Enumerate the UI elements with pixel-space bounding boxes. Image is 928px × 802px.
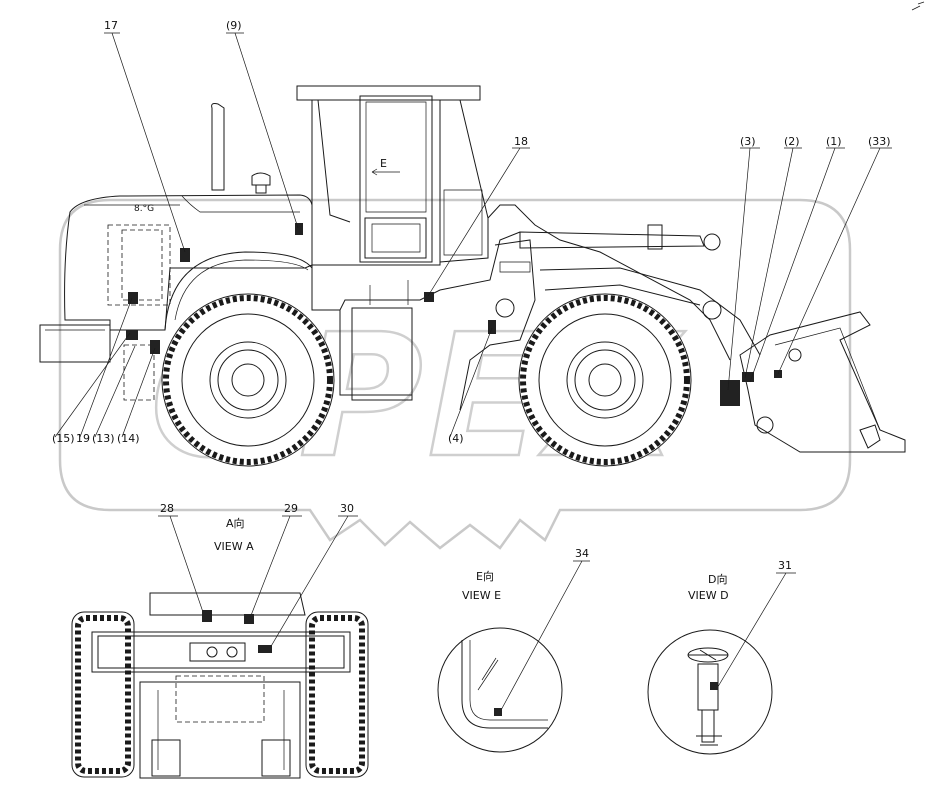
callout-30: 30 (340, 502, 354, 515)
view-d-title-en: VIEW D (688, 589, 729, 602)
view-a-title-en: VIEW A (214, 540, 254, 553)
callout-9: (9) (226, 19, 242, 32)
decal-15 (126, 330, 138, 340)
decal-19 (128, 292, 138, 304)
callout-2: (2) (784, 135, 800, 148)
decal-18 (424, 292, 434, 302)
callout-33: (33) (868, 135, 891, 148)
view-d: D向 VIEW D 31 (647, 559, 796, 755)
leader-lines (54, 32, 892, 438)
callout-34: 34 (575, 547, 589, 560)
decal-9 (295, 223, 303, 235)
decal-4 (488, 320, 496, 334)
decal-31 (710, 682, 718, 690)
view-e-title-cn: E向 (476, 569, 494, 583)
callout-18: 18 (514, 135, 528, 148)
view-d-title-cn: D向 (708, 572, 727, 586)
decal-17 (180, 248, 190, 262)
svg-text:8.°G: 8.°G (134, 204, 154, 214)
callout-31: 31 (778, 559, 792, 572)
callout-3: (3) (740, 135, 756, 148)
callouts-main: 17 (9) 18 (3) (2) (1) (33) (15) 19 (13) … (52, 19, 891, 445)
decal-14 (150, 340, 160, 354)
callout-17: 17 (104, 19, 118, 32)
callout-4: (4) (448, 432, 464, 445)
callout-13: (13) (92, 432, 115, 445)
decal-28 (202, 610, 212, 622)
view-a-title-cn: A向 (226, 516, 245, 530)
view-e-title-en: VIEW E (462, 589, 501, 602)
corner-mark (911, 1, 925, 11)
callout-19: 19 (76, 432, 90, 445)
callout-28: 28 (160, 502, 174, 515)
decal-30 (258, 645, 272, 653)
callout-15: (15) (52, 432, 75, 445)
callout-29: 29 (284, 502, 298, 515)
decal-34 (494, 708, 502, 716)
decal-2 (742, 372, 754, 382)
callout-14: (14) (117, 432, 140, 445)
callout-1: (1) (826, 135, 842, 148)
loader-side-view: 8.°G E (39, 85, 906, 467)
decal-3 (720, 380, 740, 406)
view-e: E向 VIEW E 34 (437, 547, 590, 753)
decal-29 (244, 614, 254, 624)
cab-marker-e: E (380, 157, 387, 170)
view-a: A向 VIEW A 28 29 30 (71, 502, 369, 779)
